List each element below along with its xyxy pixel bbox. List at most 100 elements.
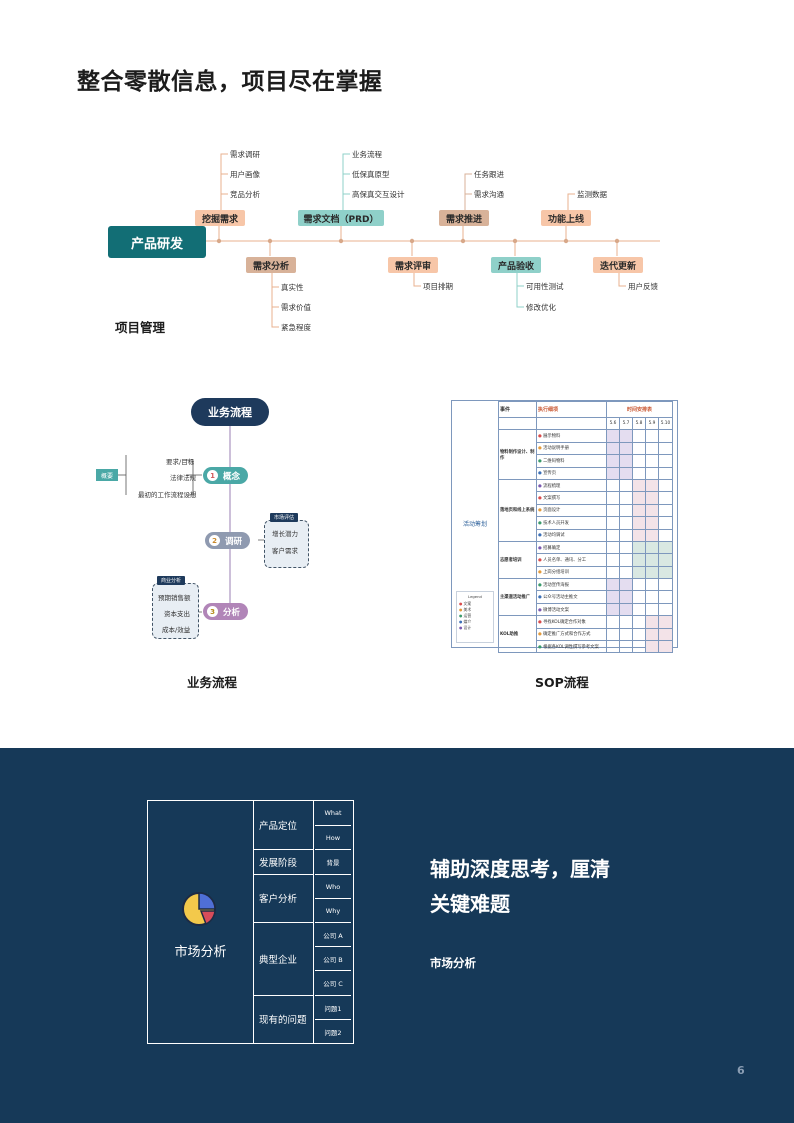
sop-schedule-cell (632, 578, 646, 592)
sop-schedule-cell (619, 478, 633, 493)
sop-event: 主渠道活动推广 (498, 578, 537, 617)
mindmap-box-tag: 商业分析 (157, 576, 186, 585)
sop-legend-item: ● 文案 (459, 601, 472, 606)
fishbone-root: 产品研发 (108, 226, 206, 258)
sop-left-label: 活动筹划 (462, 521, 487, 528)
sop-schedule-cell (632, 466, 646, 480)
sop-schedule-cell (632, 491, 646, 505)
sop-schedule-cell (632, 615, 646, 629)
market-row-item: 公司 A (315, 922, 351, 947)
fishbone-sub: 任务跟进 (474, 170, 504, 179)
fishbone-sub: 需求调研 (230, 150, 260, 159)
sop-schedule-cell (658, 590, 673, 604)
mindmap-sub: 预期销售额 (158, 594, 191, 602)
sop-schedule-cell (632, 528, 646, 542)
sop-legend-title: Legend (468, 594, 482, 599)
sop-schedule-cell (606, 565, 620, 580)
sop-schedule-cell (606, 516, 620, 530)
sop-item: ● 页面设计 (536, 503, 607, 518)
sop-schedule-cell (619, 615, 633, 629)
mindmap-node-label: 调研 (225, 536, 243, 547)
market-row-label: 典型企业 (254, 922, 314, 995)
sop-date: 5.6 (606, 416, 620, 431)
sop-schedule-cell (632, 540, 646, 555)
sop-item: ● 根据各KOL调性撰写参考文案 (536, 640, 607, 654)
sop-event: KOL助推 (498, 615, 537, 654)
sop-event: 物料制作设计、制作 (498, 429, 537, 480)
sop-schedule-cell (645, 478, 659, 493)
mindmap-node-research: 2 调研 (205, 532, 251, 549)
market-row-item: 背景 (315, 849, 351, 874)
fishbone-node-push-needs: 需求推进 (439, 210, 489, 226)
sop-schedule-cell (632, 602, 646, 617)
sop-schedule-cell (645, 590, 659, 604)
mindmap-root: 业务流程 (191, 398, 269, 426)
mindmap-summary-label: 概要 (96, 469, 118, 481)
sop-schedule-cell (645, 491, 659, 505)
sop-schedule-cell (645, 578, 659, 592)
sop-schedule-cell (645, 454, 659, 468)
sop-schedule-cell (658, 516, 673, 530)
sop-schedule-cell (619, 553, 633, 567)
market-row-label: 现有的问题 (254, 994, 314, 1043)
sop-schedule-cell (606, 602, 620, 617)
sop-schedule-cell (619, 516, 633, 530)
sop-schedule-cell (632, 590, 646, 604)
fishbone-sub: 紧急程度 (281, 323, 311, 332)
sop-schedule-cell (658, 565, 673, 580)
sop-item: ● 活动宣传海报 (536, 578, 607, 592)
sop-schedule-cell (606, 590, 620, 604)
sop-schedule-cell (658, 503, 673, 518)
sop-item: ● 公众号活动主推文 (536, 590, 607, 604)
mindmap-node-label: 分析 (223, 607, 241, 618)
fishbone-sub: 用户反馈 (628, 282, 658, 291)
sop-schedule-cell (658, 429, 673, 443)
number-badge: 1 (207, 470, 218, 481)
sop-schedule-cell (606, 578, 620, 592)
mindmap-node-label: 概念 (223, 471, 241, 482)
fishbone-sub: 项目排期 (423, 282, 453, 291)
fishbone-sub: 需求价值 (281, 303, 311, 312)
sop-item: ● 上岗分组培训 (536, 565, 607, 580)
market-row-label: 产品定位 (254, 801, 314, 850)
mindmap-sub: 资本支出 (164, 610, 190, 618)
sop-item: ● 招募确定 (536, 540, 607, 555)
sop-schedule-cell (632, 640, 646, 654)
sop-item: ● 展示物料 (536, 429, 607, 443)
sop-schedule-cell (645, 528, 659, 542)
sop-schedule-cell (619, 540, 633, 555)
market-row-item: What (324, 809, 342, 818)
market-caption: 市场分析 (430, 956, 476, 970)
fishbone-node-prd: 需求文档（PRD） (298, 210, 384, 226)
sop-schedule-cell (619, 528, 633, 542)
sop-schedule-cell (606, 441, 620, 456)
sop-schedule-cell (658, 615, 673, 629)
sop-legend-item: ● 媒介 (459, 619, 472, 624)
fishbone-sub: 业务流程 (352, 150, 382, 159)
sop-schedule-cell (658, 540, 673, 555)
sop-schedule-cell (658, 466, 673, 480)
sop-schedule-cell (619, 590, 633, 604)
sop-schedule-cell (645, 441, 659, 456)
sop-date: 5.10 (658, 416, 673, 431)
headline: 辅助深度思考，厘清 关键难题 (430, 852, 610, 922)
sop-schedule-cell (632, 565, 646, 580)
mindmap-sub: 要求/目标 (166, 458, 195, 466)
sop-schedule-cell (619, 627, 633, 642)
sop-legend-item: ● 美术 (459, 607, 472, 612)
sop-schedule-cell (658, 491, 673, 505)
market-row-item: 公司 B (315, 946, 351, 971)
sop-schedule-cell (645, 627, 659, 642)
sop-date: 5.8 (632, 416, 646, 431)
sop-schedule-cell (658, 627, 673, 642)
sop-item: ● 宣传页 (536, 466, 607, 480)
fishbone-node-review: 需求评审 (388, 257, 438, 273)
sop-event: 志愿者培训 (498, 540, 537, 580)
number-badge: 2 (209, 535, 220, 546)
mindmap-box-business (152, 583, 199, 639)
sop-schedule-cell (619, 454, 633, 468)
sop-schedule-cell (658, 441, 673, 456)
sop-cell (498, 416, 537, 431)
sop-cell (536, 416, 607, 431)
